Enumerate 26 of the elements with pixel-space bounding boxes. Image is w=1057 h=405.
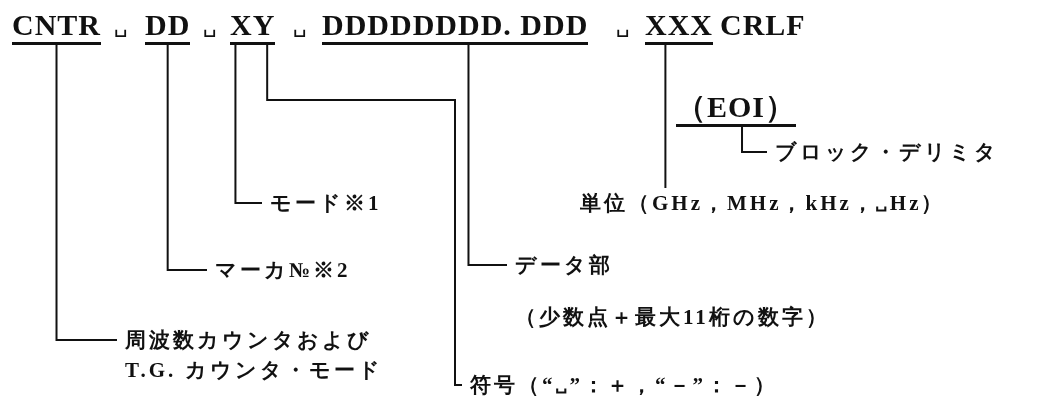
description-text: 単位（GHz，MHz，kHz，␣Hz） — [580, 188, 946, 218]
description-text: 周波数カウンタおよび T.G. カウンタ・モード — [125, 325, 425, 385]
underlined-field: XXX — [645, 8, 713, 45]
underlined-field: DD — [145, 8, 191, 45]
leader-line — [266, 44, 463, 386]
description-text: 符号（“␣”：＋，“－”：－） — [470, 370, 778, 400]
underlined-field: XY — [230, 8, 276, 45]
description-text: データ部 — [515, 252, 614, 279]
description-text: （少数点＋最大11桁の数字） — [515, 304, 830, 331]
description-text: ブロック・デリミタ — [775, 137, 999, 167]
leader-line — [467, 44, 508, 266]
description-text: マーカ№※2 — [215, 255, 351, 285]
leader-line — [741, 126, 768, 153]
underlined-field: DDDDDDDD. DDD — [322, 8, 589, 45]
leader-line — [55, 44, 118, 341]
leader-line — [234, 44, 263, 204]
space-symbol: ␣ — [293, 11, 307, 39]
underlined-field: CNTR — [12, 8, 101, 45]
terminator-text: CRLF — [720, 8, 806, 42]
leader-line — [664, 44, 667, 189]
leader-line — [166, 44, 208, 271]
space-symbol: ␣ — [203, 11, 217, 39]
space-symbol: ␣ — [616, 11, 630, 39]
description-text: モード※1 — [270, 188, 382, 218]
space-symbol: ␣ — [114, 11, 128, 39]
underlined-field: （EOI） — [676, 90, 797, 127]
